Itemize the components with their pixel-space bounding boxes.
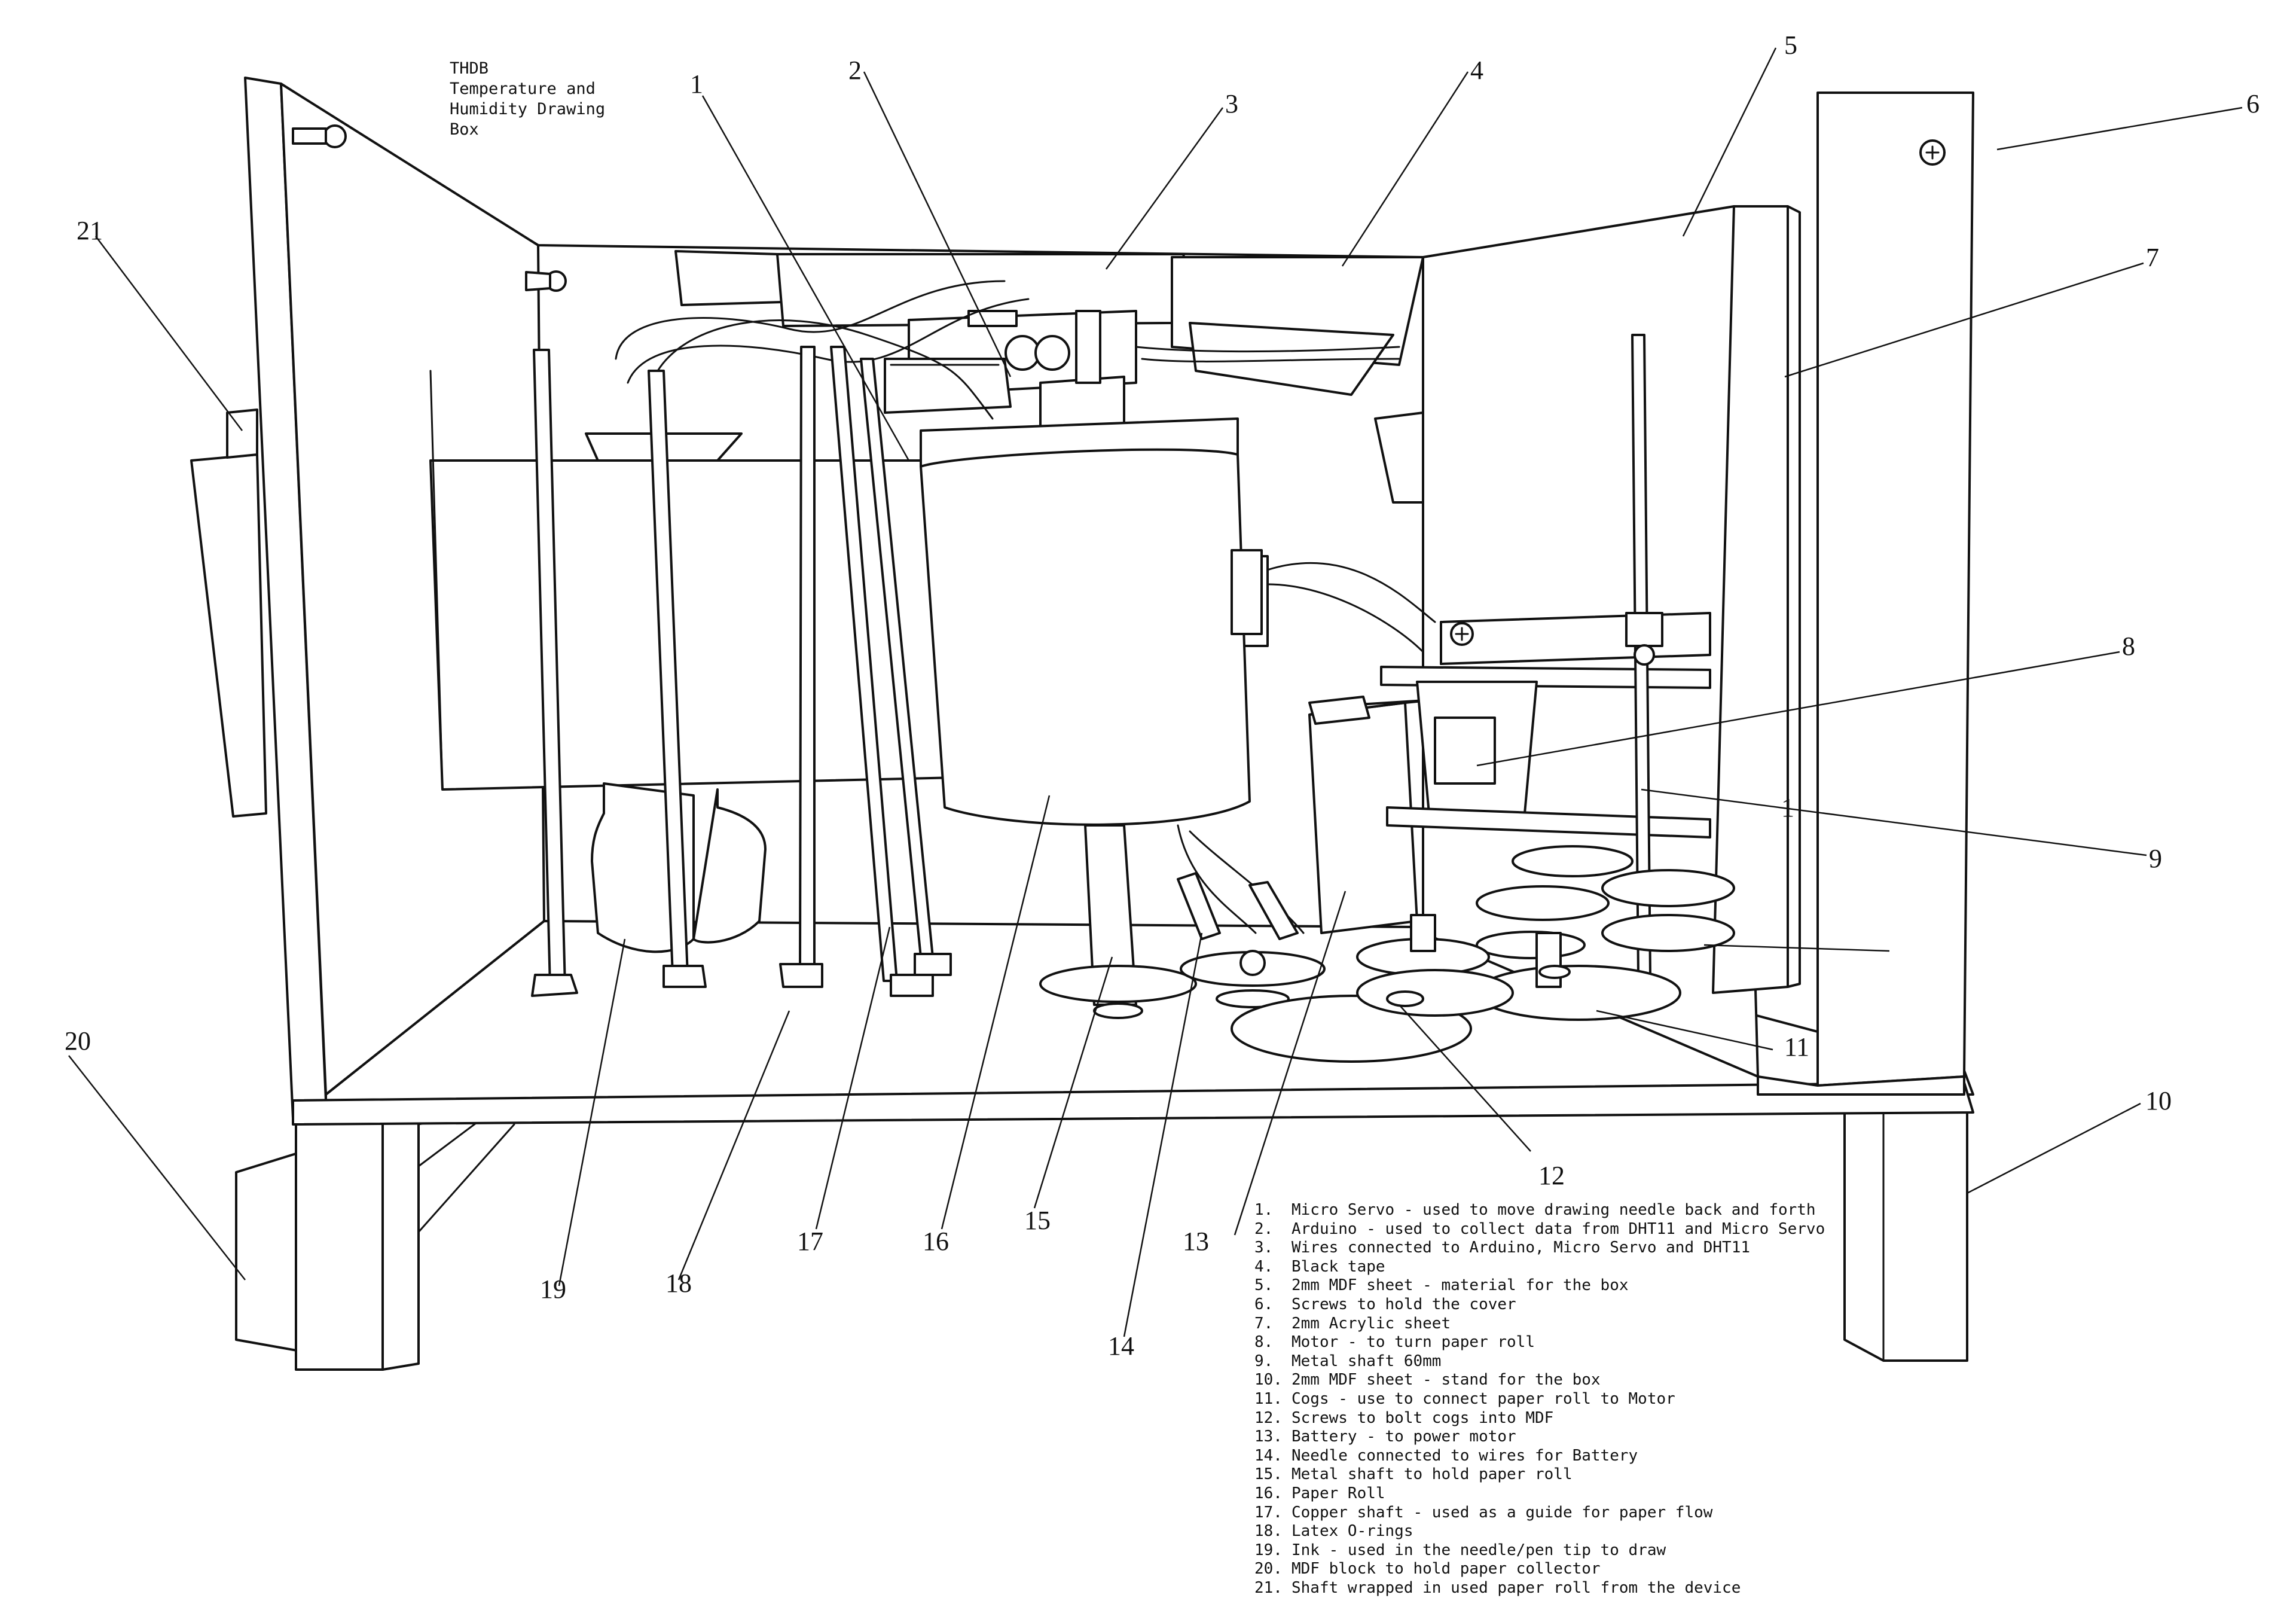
legend-item: 12.Screws to bolt cogs into MDF: [1254, 1408, 1554, 1427]
callout-20: 20: [65, 1026, 91, 1056]
legend-item: 9.Metal shaft 60mm: [1254, 1352, 1442, 1370]
callout-19: 19: [540, 1275, 566, 1304]
paper-roll-shaft: [1039, 824, 1197, 1019]
right-stand: [1843, 1093, 1968, 1362]
legend-item: 14.Needle connected to wires for Battery: [1254, 1446, 1638, 1465]
legend-item: 2.Arduino - used to collect data from DH…: [1254, 1219, 1825, 1238]
callout-13: 13: [1183, 1227, 1209, 1256]
cog-screws: [1386, 965, 1571, 1007]
callout-2: 2: [848, 56, 862, 85]
callout-14: 14: [1108, 1331, 1134, 1361]
callout-17: 17: [797, 1227, 823, 1256]
callout-16: 16: [923, 1227, 949, 1256]
title-line: THDB: [450, 59, 489, 78]
callout-6: 6: [2246, 89, 2260, 118]
callout-3: 3: [1225, 89, 1238, 118]
callout-12: 12: [1538, 1161, 1565, 1190]
callout-5: 5: [1784, 31, 1797, 60]
legend-item: 8.Motor - to turn paper roll: [1254, 1333, 1535, 1352]
paper-roll: [920, 417, 1263, 826]
title-line: Humidity Drawing: [450, 100, 606, 118]
leader-lines: [68, 47, 2243, 1337]
legend-item: 3.Wires connected to Arduino, Micro Serv…: [1254, 1239, 1751, 1257]
latex-o-rings: [531, 953, 952, 997]
needle-and-wires: [1177, 824, 1326, 1008]
parts-legend: 1.Micro Servo - used to move drawing nee…: [1254, 1201, 1825, 1597]
callout-18: 18: [665, 1269, 692, 1298]
legend-item: 10.2mm MDF sheet - stand for the box: [1254, 1371, 1601, 1389]
cogs: [1231, 845, 1735, 1063]
callout-10: 10: [2145, 1086, 2172, 1115]
legend-item: 4.Black tape: [1254, 1257, 1385, 1276]
legend-item: 19.Ink - used in the needle/pen tip to d…: [1254, 1541, 1666, 1559]
legend-item: 20.MDF block to hold paper collector: [1254, 1560, 1601, 1578]
legend-item: 21.Shaft wrapped in used paper roll from…: [1254, 1578, 1741, 1597]
box-body: [244, 77, 1974, 1126]
callout-4: 4: [1470, 56, 1483, 85]
callout-21: 21: [77, 216, 103, 245]
callout-1-motor: 1: [1781, 793, 1794, 822]
cover-screws: [292, 124, 1946, 292]
callout-15: 15: [1024, 1206, 1051, 1235]
callout-8: 8: [2122, 632, 2135, 661]
callout-numbers: 1 2 3 4 5 6 7 8 9 10 11 12 13 14 15 16 1…: [65, 31, 2260, 1361]
legend-item: 11.Cogs - use to connect paper roll to M…: [1254, 1389, 1675, 1408]
legend-item: 1.Micro Servo - used to move drawing nee…: [1254, 1201, 1816, 1219]
callout-7: 7: [2146, 243, 2159, 272]
acrylic-sheet: [1712, 205, 1801, 994]
legend-item: 6.Screws to hold the cover: [1254, 1295, 1516, 1313]
paper-collector-shaft: [190, 408, 267, 818]
callout-1: 1: [690, 69, 703, 99]
legend-item: 7.2mm Acrylic sheet: [1254, 1314, 1451, 1333]
legend-item: 16.Paper Roll: [1254, 1484, 1385, 1502]
callout-11: 11: [1784, 1032, 1809, 1062]
legend-item: 5.2mm MDF sheet - material for the box: [1254, 1276, 1629, 1295]
legend-item: 13.Battery - to power motor: [1254, 1428, 1516, 1446]
battery: [1308, 696, 1436, 934]
callout-9: 9: [2149, 844, 2162, 873]
legend-item: 15.Metal shaft to hold paper roll: [1254, 1465, 1573, 1484]
title-line: Temperature and: [450, 80, 596, 98]
legend-item: 18.Latex O-rings: [1254, 1522, 1413, 1541]
legend-item: 17.Copper shaft - used as a guide for pa…: [1254, 1503, 1713, 1522]
title-line: Box: [450, 120, 479, 139]
diagram-title: THDB Temperature and Humidity Drawing Bo…: [450, 59, 605, 140]
